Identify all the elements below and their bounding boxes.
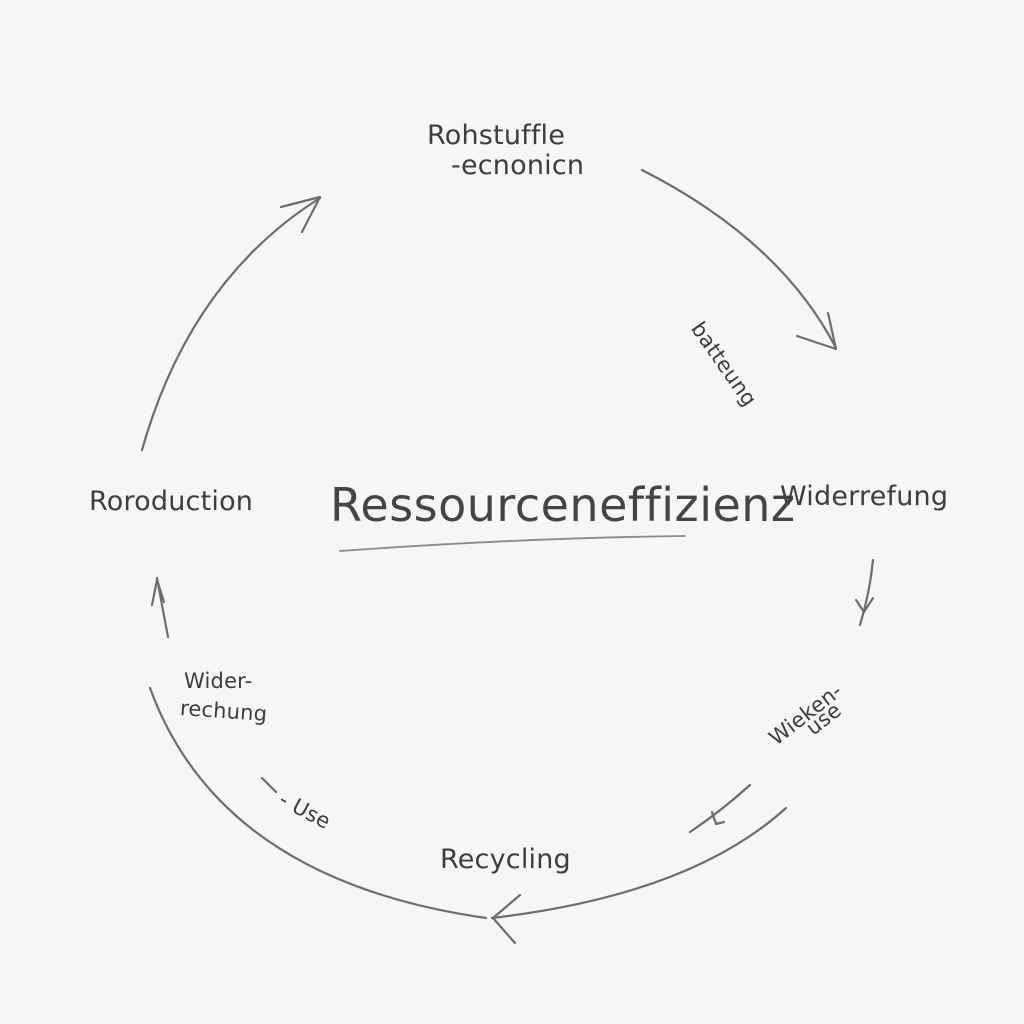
center-title: Ressourceneffizienz: [330, 478, 796, 532]
node-left: Roroduction: [89, 486, 254, 517]
node-right: Widerrefung: [780, 481, 949, 512]
arrow-top-to-right: [640, 168, 838, 350]
edge-label-left-lower-line1: Wider-: [184, 669, 253, 693]
arrowhead-right-down: [854, 596, 875, 614]
arrow-lower-right-short: [688, 783, 752, 834]
arrow-bottom-to-left: [148, 686, 488, 920]
edge-label-left-lower-line2: rechung: [179, 695, 269, 727]
arrowhead-right-to-bottom: [491, 893, 522, 945]
arrowhead-left-to-top: [279, 195, 322, 234]
title-underline: [339, 535, 686, 552]
arrowhead-left-up: [150, 578, 166, 607]
arrow-right-down: [858, 558, 875, 627]
dash-near-use: [260, 776, 278, 794]
node-top-line2: -ecnonicn: [451, 150, 585, 181]
arrowhead-lower-right-short: [710, 810, 726, 826]
arrow-right-to-bottom: [490, 806, 788, 920]
node-top-line1: Rohstuffle: [427, 120, 566, 151]
arrow-left-to-top: [140, 196, 322, 452]
arrowhead-top-to-right: [795, 311, 838, 351]
node-bottom: Recycling: [440, 844, 571, 875]
